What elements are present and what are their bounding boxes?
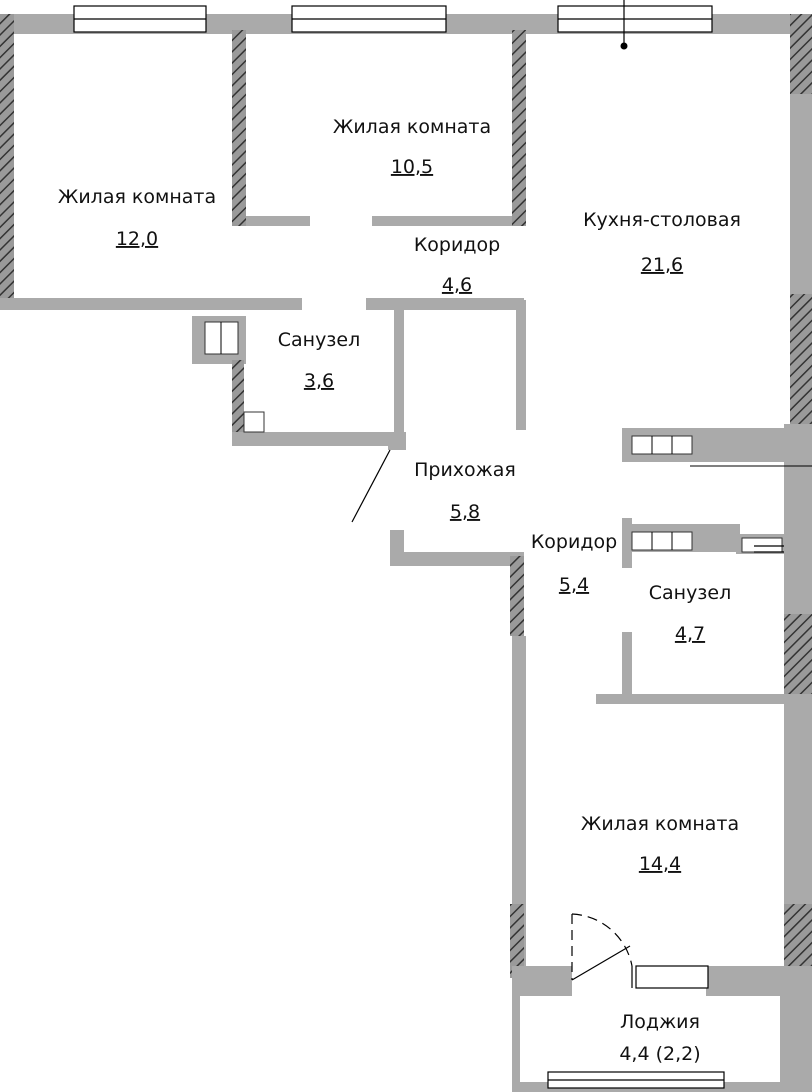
room-area: 21,6 bbox=[641, 254, 683, 276]
room-area: 10,5 bbox=[391, 156, 433, 178]
room-area: 4,6 bbox=[442, 274, 472, 296]
room-hallway: Прихожая 5,8 bbox=[414, 459, 516, 523]
room-living-2: Жилая комната 10,5 bbox=[333, 116, 491, 178]
room-bathroom-2: Санузел 4,7 bbox=[649, 582, 732, 645]
room-name: Жилая комната bbox=[581, 813, 739, 835]
room-name: Прихожая bbox=[414, 459, 516, 481]
room-name: Лоджия bbox=[620, 1011, 700, 1033]
room-area: 4,4 (2,2) bbox=[619, 1043, 700, 1065]
room-name: Жилая комната bbox=[333, 116, 491, 138]
room-area: 12,0 bbox=[116, 228, 158, 250]
room-name: Коридор bbox=[531, 531, 617, 553]
room-area: 5,4 bbox=[559, 574, 589, 596]
room-name: Кухня-столовая bbox=[583, 209, 741, 231]
room-name: Коридор bbox=[414, 234, 500, 256]
room-area: 4,7 bbox=[675, 623, 705, 645]
room-area: 5,8 bbox=[450, 501, 480, 523]
room-name: Санузел bbox=[278, 329, 361, 351]
windows bbox=[73, 5, 725, 1089]
room-corridor-2: Коридор 5,4 bbox=[531, 531, 617, 596]
room-loggia: Лоджия 4,4 (2,2) bbox=[619, 1011, 700, 1065]
room-name: Жилая комната bbox=[58, 186, 216, 208]
room-area: 3,6 bbox=[304, 370, 334, 392]
room-corridor-1: Коридор 4,6 bbox=[414, 234, 500, 296]
room-kitchen: Кухня-столовая 21,6 bbox=[583, 209, 741, 276]
doors bbox=[351, 0, 812, 988]
room-labels: Жилая комната 12,0 Жилая комната 10,5 Ку… bbox=[58, 116, 741, 1065]
room-living-1: Жилая комната 12,0 bbox=[58, 186, 216, 250]
room-bathroom-1: Санузел 3,6 bbox=[278, 329, 361, 392]
room-name: Санузел bbox=[649, 582, 732, 604]
room-area: 14,4 bbox=[639, 853, 681, 875]
room-living-3: Жилая комната 14,4 bbox=[581, 813, 739, 875]
